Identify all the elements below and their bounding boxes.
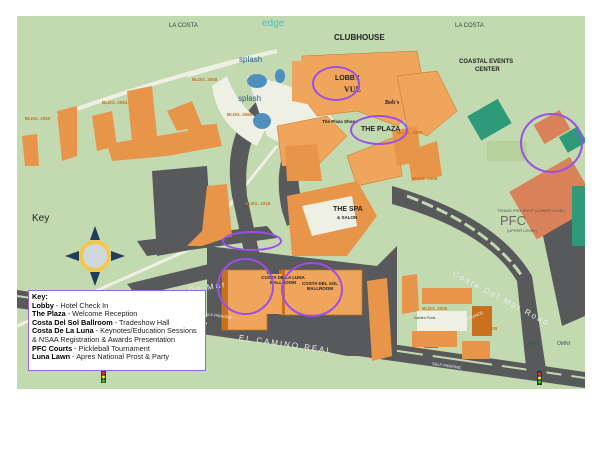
omni-logo: OMNI (525, 341, 539, 347)
edge-logo: edge (262, 18, 285, 29)
luna-lawn-highlight-circle[interactable] (222, 231, 282, 251)
coastal-events-label-2: CENTER (475, 67, 500, 73)
legend-key-box: Key: Lobby - Hotel Check In The Plaza - … (28, 290, 206, 371)
spa-label: THE SPA (333, 206, 363, 213)
building-label: BLDG. 2009 (412, 176, 438, 181)
building-label: BLDG. 2000 (472, 326, 498, 331)
upper-level-label: (UPPER LEVEL) (507, 228, 538, 233)
la-costa-logo: LA COSTA (169, 23, 198, 29)
omni-logo: OMNI (557, 341, 571, 347)
key-item: Lobby - Hotel Check In (32, 300, 109, 310)
plaza-shops-label: The Plaza Shops (322, 119, 358, 124)
lobby-highlight-circle[interactable] (312, 66, 360, 101)
coastal-events-label: COASTAL EVENTS (459, 59, 514, 65)
traffic-light-icon (537, 371, 542, 385)
building-label: BLDG. 2054 (102, 100, 128, 105)
key-item: Luna Lawn - Apres National Prost & Party (32, 352, 170, 362)
building-label: BLDG. 2058 (192, 77, 218, 82)
costa-de-la-luna-highlight-circle[interactable] (217, 258, 274, 315)
splash-logo: splash (239, 55, 263, 64)
traffic-light-icon (101, 370, 106, 383)
key-title: Key: (32, 292, 48, 301)
spa-sub-label: & SALON (337, 215, 358, 220)
building-label: BLDG. 2006 (422, 306, 448, 311)
clubhouse-label: CLUBHOUSE (334, 33, 385, 42)
key-item: Costa Del Sol Ballroom - Tradeshow Hall (32, 317, 170, 327)
key-item: The Plaza - Welcome Reception (32, 309, 138, 319)
bobs-label: Bob's (385, 100, 400, 106)
splash-logo: splash (238, 94, 262, 103)
costa-del-sol-highlight-circle[interactable] (281, 262, 343, 317)
building-label: BLDG. 2050 (25, 116, 51, 121)
compass-key-label: Key (32, 213, 50, 224)
building-label: BLDG. 2060 (227, 112, 253, 117)
key-item: Costa De La Luna - Keynotes/Education Se… (32, 326, 197, 336)
pfc-courts-highlight-circle[interactable] (520, 113, 583, 173)
plaza-highlight-circle[interactable] (350, 115, 408, 145)
garden-pools-label: Garden Pools (414, 316, 436, 320)
tennis-pro-shop-label: TENNIS PRO SHOP (LOWER LEVEL) (497, 208, 566, 213)
la-costa-logo: LA COSTA (455, 23, 484, 29)
key-item: PFC Courts - Pickleball Tournament (32, 343, 150, 353)
key-item: & NSAA Registration & Awards Presentatio… (32, 334, 176, 344)
building-label: BLDG. 1018 (245, 201, 271, 206)
resort-map: LA COSTA LA COSTA edge splash splash PFC… (17, 16, 585, 389)
compass-rose (65, 226, 125, 286)
pfc-logo: PFC (500, 213, 526, 228)
building-label: BLDG. 2013 (397, 130, 423, 135)
